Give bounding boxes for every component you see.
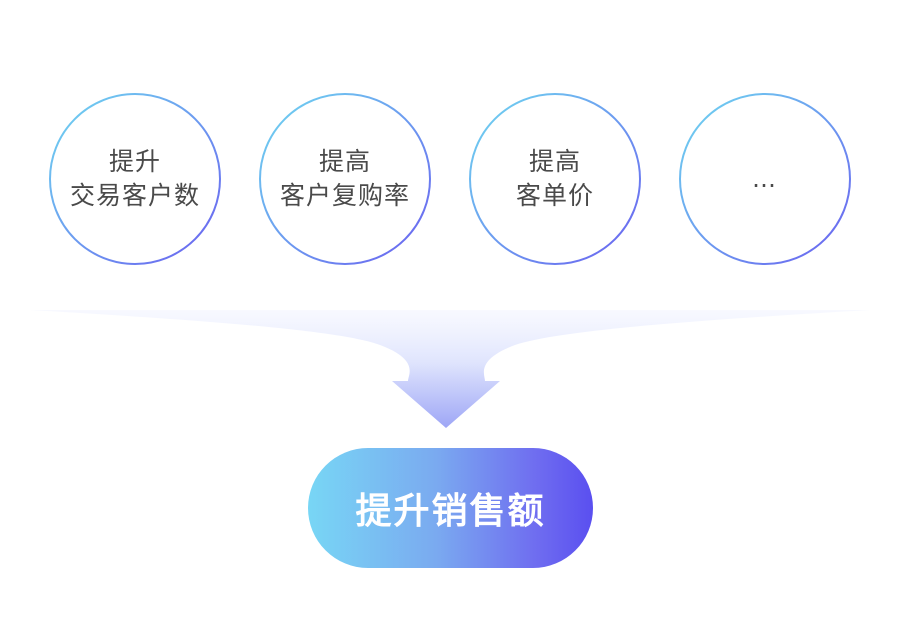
- factor-line-2: 交易客户数: [69, 181, 200, 210]
- factor-line-1: 提高: [528, 147, 581, 176]
- circle-ring: [469, 93, 641, 265]
- factor-circle-more: …: [679, 93, 851, 265]
- factor-label: 提高 客单价: [516, 145, 594, 213]
- factor-line-2: 客户复购率: [279, 181, 410, 210]
- factor-circle-customers: 提升 交易客户数: [49, 93, 221, 265]
- result-pill: 提升销售额: [308, 448, 593, 568]
- factor-circles: 提升 交易客户数 提高 客户复购率 提高 客单价 …: [0, 0, 900, 300]
- funnel-arrow: [30, 310, 870, 428]
- factor-line-1: 提高: [318, 147, 371, 176]
- funnel-shape: [30, 310, 870, 428]
- factor-label: 提升 交易客户数: [70, 145, 200, 213]
- circle-ring: [679, 93, 851, 265]
- factor-line-2: 客单价: [515, 181, 594, 210]
- factor-line-1: 提升: [108, 147, 161, 176]
- circle-ring: [259, 93, 431, 265]
- factor-circle-order-value: 提高 客单价: [469, 93, 641, 265]
- factor-ellipsis: …: [752, 165, 778, 193]
- factor-label: 提高 客户复购率: [280, 145, 410, 213]
- result-label: 提升销售额: [355, 491, 546, 532]
- factor-circle-repurchase: 提高 客户复购率: [259, 93, 431, 265]
- circle-ring: [49, 93, 221, 265]
